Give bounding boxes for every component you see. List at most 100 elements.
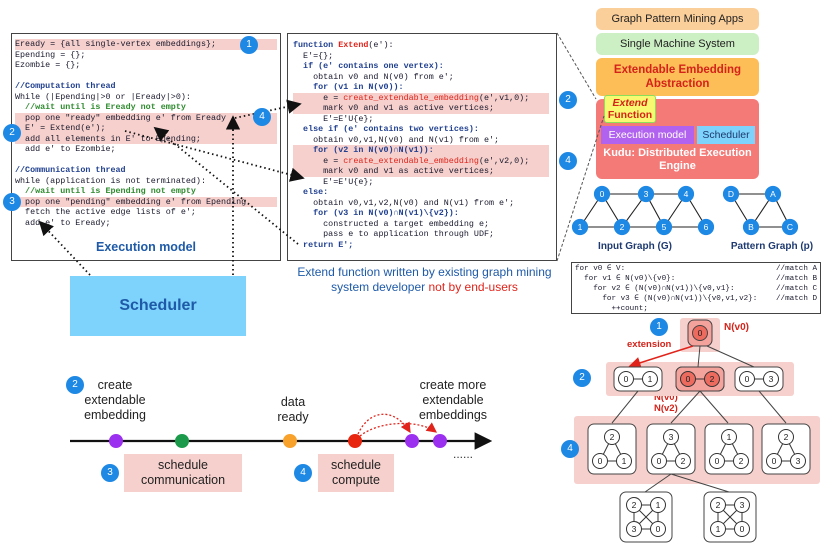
tree-level2-node-label: 1 bbox=[648, 374, 653, 384]
single-machine-box: Single Machine System bbox=[596, 33, 759, 55]
timeline-red-arc bbox=[357, 413, 411, 435]
sched-box: Scheduler bbox=[697, 126, 755, 144]
extend-code-line: return E'; bbox=[293, 239, 354, 250]
match-code-line: for v1 ∈ N(v0)\{v0}://match B bbox=[575, 274, 817, 284]
tree-level3-node bbox=[592, 453, 608, 469]
input-graph-node bbox=[655, 218, 673, 236]
tree-root-node bbox=[692, 325, 708, 341]
tree-level2-node-label: 0 bbox=[686, 374, 691, 384]
match-code-text: for v0 ∈ V: bbox=[575, 265, 626, 273]
tree-edge bbox=[670, 473, 730, 493]
tree-level4-node-label: 2 bbox=[716, 500, 721, 510]
extend-fn-line1: Extend bbox=[612, 97, 648, 109]
tree-level3-node bbox=[766, 453, 782, 469]
extend-caption: Extend function written by existing grap… bbox=[287, 265, 562, 295]
match-code-comment: //match A bbox=[775, 265, 817, 273]
left-code-line: pop one "pending" embedding e' from Epen… bbox=[15, 196, 277, 207]
match-code-line: ++count; bbox=[575, 304, 817, 314]
tree-root-label: N(v0) bbox=[724, 322, 750, 333]
timeline-dots: ...... bbox=[453, 447, 474, 461]
input-graph-node bbox=[593, 185, 611, 203]
tree-level3-node bbox=[663, 429, 679, 445]
apps-box: Graph Pattern Mining Apps bbox=[596, 8, 759, 30]
extend-code-line: E'=E'U{e}; bbox=[293, 113, 374, 124]
tree-edge bbox=[706, 345, 755, 368]
tree-level3-node bbox=[790, 453, 806, 469]
tree-level3-node bbox=[616, 453, 632, 469]
execution-model-title: Execution model bbox=[95, 240, 197, 254]
arrow-to-extend-1 bbox=[234, 99, 302, 119]
arrow-return-extend bbox=[153, 126, 299, 245]
tree-level4-node bbox=[710, 497, 726, 513]
extend-code-panel: function Extend(e'): E'={}; if (e' conta… bbox=[287, 33, 557, 261]
input-graph-node bbox=[637, 185, 655, 203]
pattern-graph-node-label: C bbox=[787, 222, 793, 232]
tree-level3-node-label: 3 bbox=[669, 432, 674, 442]
pattern-graph-node-label: A bbox=[770, 189, 776, 199]
extend-code-line: e = create_extendable_embedding(e',v2,0)… bbox=[293, 155, 549, 166]
tree-level3-node-label: 1 bbox=[622, 456, 627, 466]
extend-function-box: Extend Function bbox=[604, 95, 656, 123]
match-code-line: for v2 ∈ (N(v0)∩N(v1))\{v0,v1}://match C bbox=[575, 284, 817, 294]
left-code-line: add e' to Ezombie; bbox=[15, 144, 116, 154]
tree-level3-node bbox=[778, 429, 794, 445]
tree-edge bbox=[670, 390, 701, 424]
tree-level4-node bbox=[650, 497, 666, 513]
left-code-line: while (application is not terminated): bbox=[15, 175, 206, 186]
tree-level4-node bbox=[650, 521, 666, 537]
match-code-text: for v2 ∈ (N(v0)∩N(v1))\{v0,v1}: bbox=[575, 285, 735, 293]
step-badge: 1 bbox=[650, 318, 668, 336]
tree-level3-node-label: 0 bbox=[598, 456, 603, 466]
step-badge: 3 bbox=[101, 464, 119, 482]
match-code-line: for v0 ∈ V: //match A bbox=[575, 264, 817, 274]
extend-code-line: obtain v0,v1,N(v0) and N(v1) from e'; bbox=[293, 134, 500, 145]
scheduler-box: Scheduler bbox=[70, 276, 246, 336]
pattern-graph-label: Pattern Graph (p) bbox=[730, 241, 814, 252]
input-graph-node-label: 3 bbox=[644, 189, 649, 199]
match-code-line: for v3 ∈ (N(v0)∩N(v1))\{v0,v1,v2}://matc… bbox=[575, 294, 817, 304]
step-badge: 4 bbox=[294, 464, 312, 482]
match-code-panel: for v0 ∈ V: //match A for v1 ∈ N(v0)\{v0}… bbox=[571, 262, 821, 314]
tree-extension-label: extension bbox=[627, 339, 672, 350]
tree-edge bbox=[758, 390, 787, 424]
left-code-line: Ezombie = {}; bbox=[15, 60, 81, 70]
step-badge: 4 bbox=[561, 440, 579, 458]
left-code-lines: Eready = {all single-vertex embeddings};… bbox=[15, 39, 277, 228]
input-graph-node bbox=[677, 185, 695, 203]
extend-fn-line2: Function bbox=[607, 109, 653, 121]
input-graph-node bbox=[613, 218, 631, 236]
tree-level2-node bbox=[763, 371, 779, 387]
tree-level2-node-label: 2 bbox=[710, 374, 715, 384]
left-code-line: E' = Extend(e'); bbox=[15, 123, 277, 134]
tree-edge bbox=[611, 390, 639, 424]
extend-code-line: obtain v0 and N(v0) from e'; bbox=[293, 71, 454, 82]
extend-code-line: mark v0 and v1 as active vertices; bbox=[293, 103, 549, 114]
extend-code-line: E'={}; bbox=[293, 50, 334, 61]
pattern-graph-node bbox=[764, 185, 782, 203]
tree-level2-node-label: 3 bbox=[769, 374, 774, 384]
pattern-graph-node bbox=[742, 218, 760, 236]
tree-level4-node-label: 3 bbox=[632, 524, 637, 534]
pattern-graph-node bbox=[781, 218, 799, 236]
tree-edge bbox=[697, 345, 701, 368]
extend-code-line: constructed a target embedding e; bbox=[293, 218, 490, 229]
match-code-text: for v1 ∈ N(v0)\{v0}: bbox=[575, 275, 676, 283]
extend-code-line: else if (e' contains two vertices): bbox=[293, 124, 479, 134]
input-graph-node-label: 4 bbox=[684, 189, 689, 199]
tree-edge bbox=[644, 473, 672, 493]
tree-level3-node-label: 1 bbox=[727, 432, 732, 442]
left-code-line: //wait until is Eready not empty bbox=[15, 102, 186, 112]
left-code-line: pop one "ready" embedding e' from Eready bbox=[15, 112, 277, 123]
timeline-create-more-label: create more extendable embeddings bbox=[418, 378, 488, 422]
match-code-lines: for v0 ∈ V: //match A for v1 ∈ N(v0)\{v0}… bbox=[575, 264, 817, 314]
match-code-text: ++count; bbox=[575, 305, 648, 313]
input-graph-node-label: 0 bbox=[600, 189, 605, 199]
tree-level2-node bbox=[618, 371, 634, 387]
tree-level4-node bbox=[734, 497, 750, 513]
left-code-line: add all elements in E' to Epending; bbox=[15, 133, 277, 144]
extend-code-line: else: bbox=[293, 187, 329, 197]
kudu-label: Kudu: Distributed Execution Engine bbox=[596, 147, 759, 177]
extend-code-line: obtain v0,v1,v2,N(v0) and N(v1) from e'; bbox=[293, 197, 515, 208]
tree-level4-node-label: 0 bbox=[656, 524, 661, 534]
